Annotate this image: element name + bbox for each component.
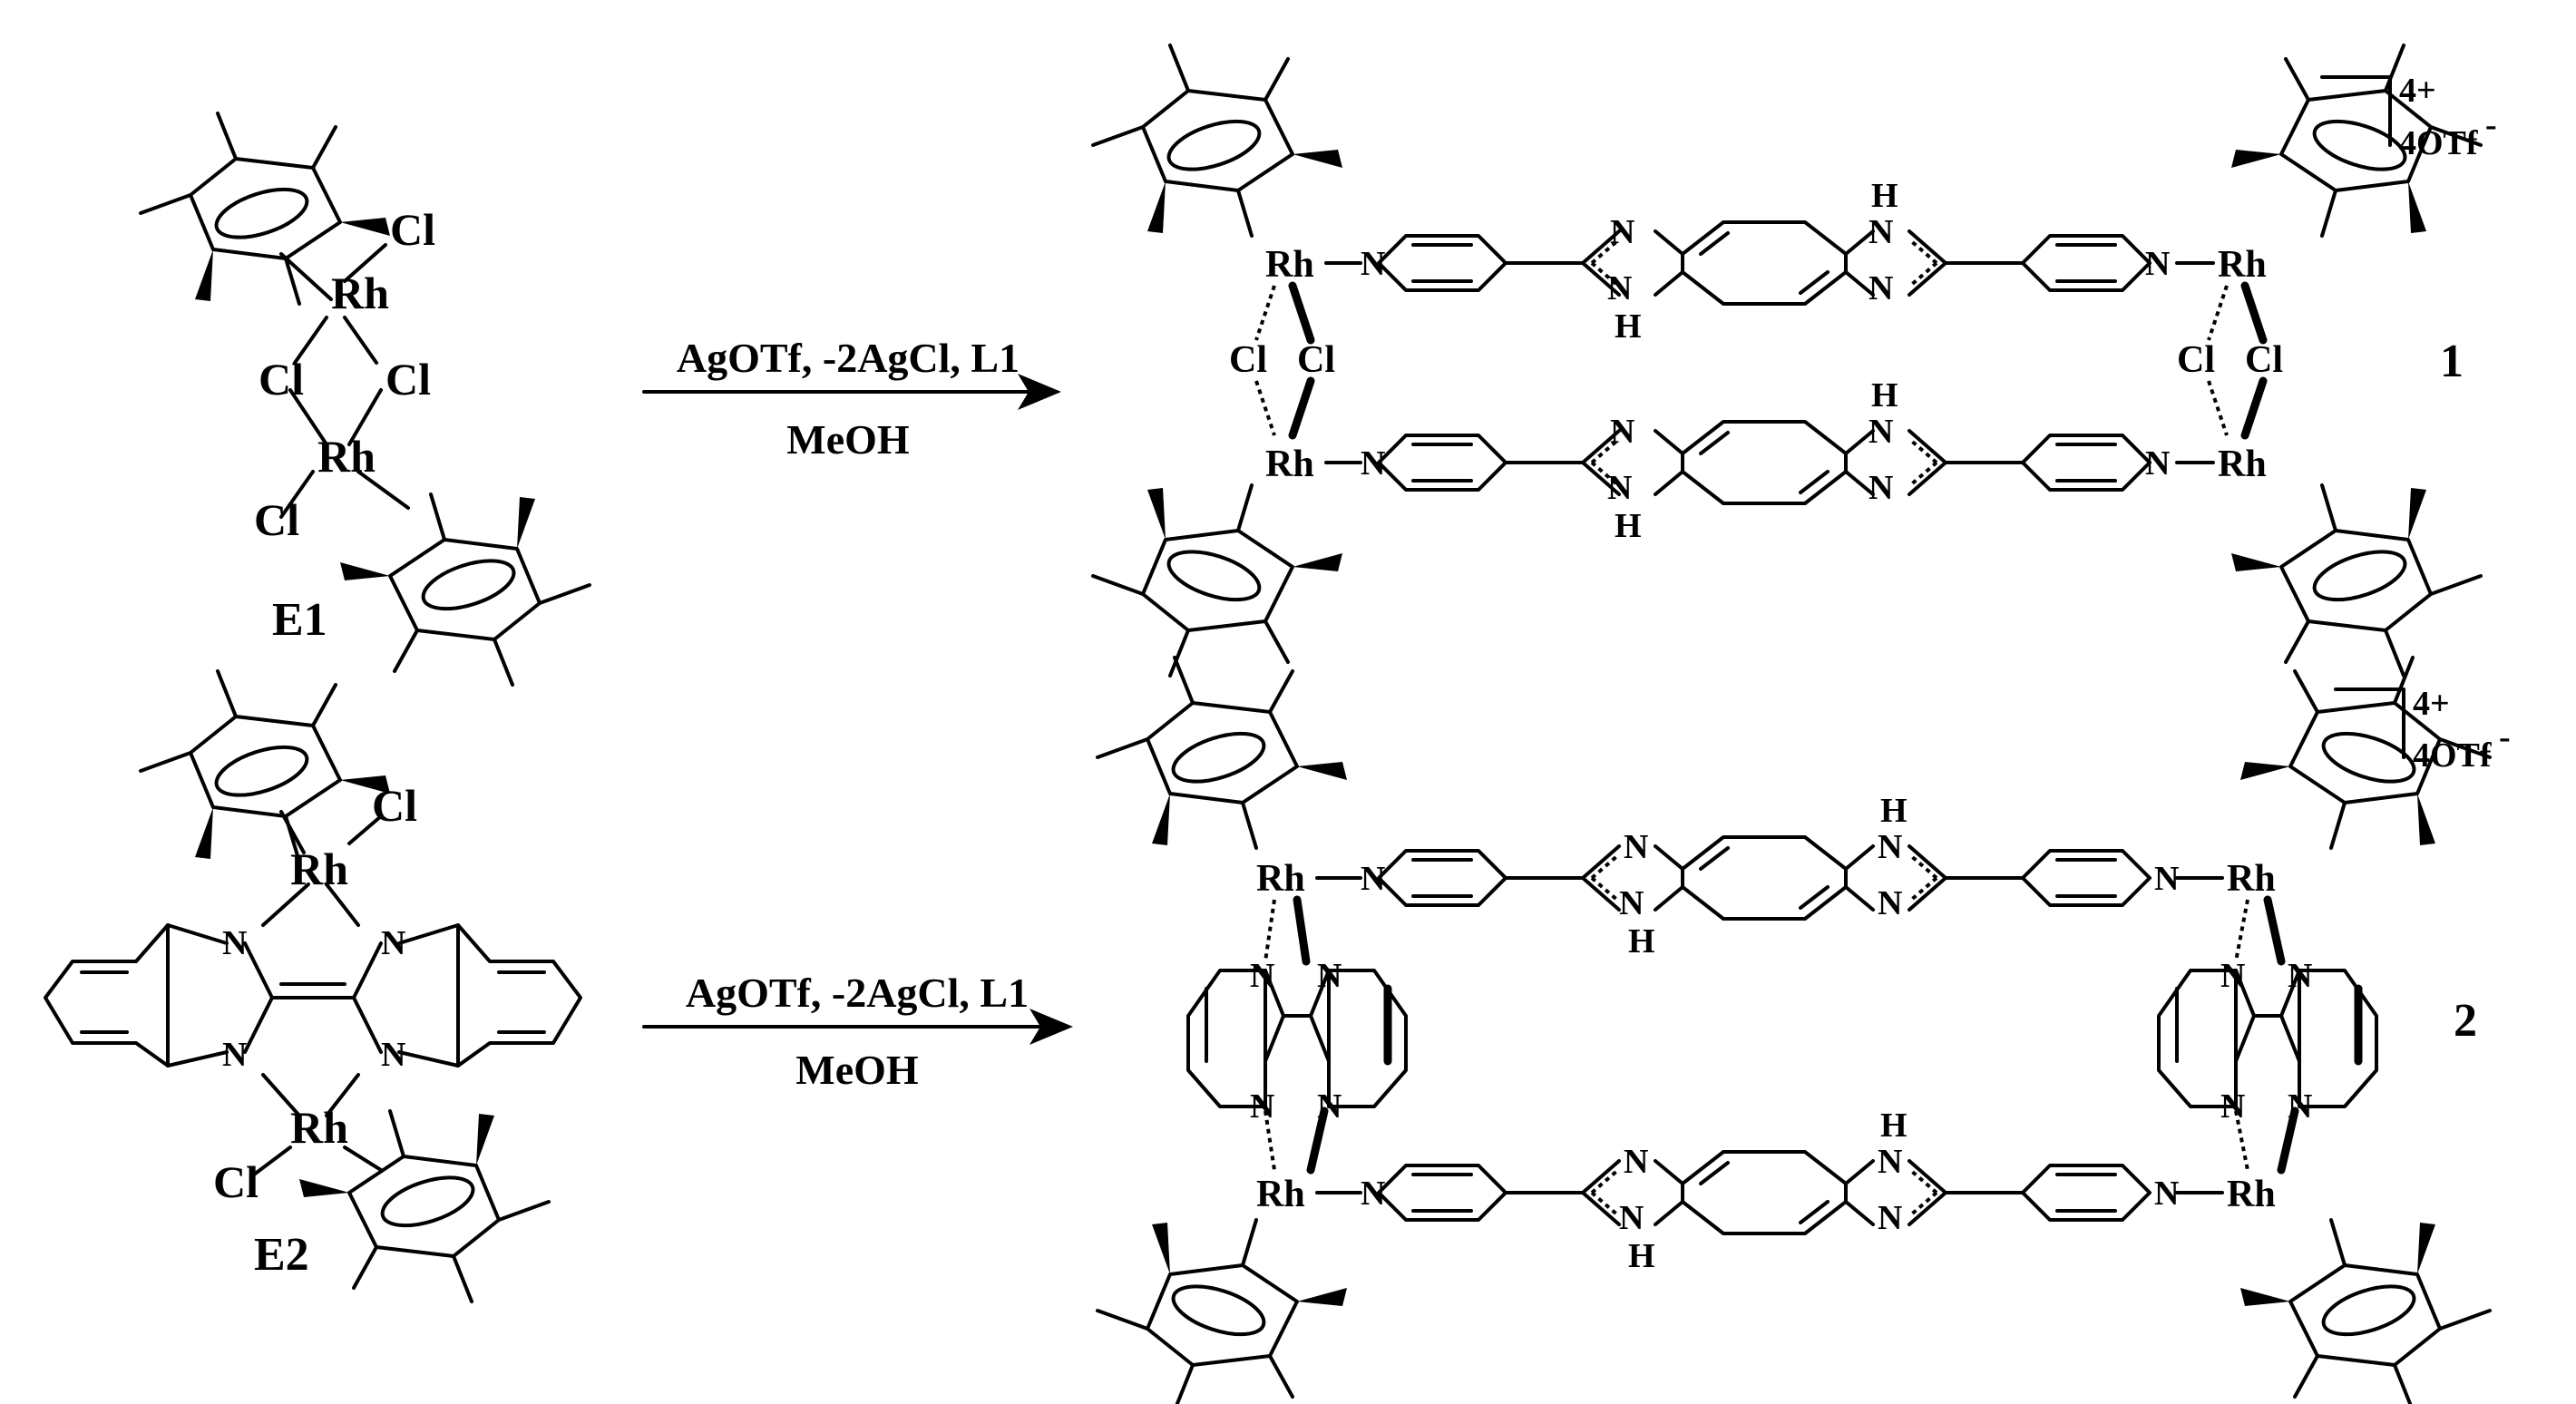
n-atom: N — [1624, 828, 1648, 866]
n-atom: N — [1610, 213, 1634, 251]
n-atom: N — [1878, 828, 1902, 866]
n-atom: N — [2220, 957, 2245, 995]
n-atom: N — [381, 924, 405, 962]
rh-atom: Rh — [2218, 444, 2267, 485]
rh-atom: Rh — [331, 268, 389, 318]
n-atom: N — [1878, 1199, 1902, 1237]
n-atom: N — [1361, 245, 1385, 283]
reactant-e1: Rh Cl Cl Cl Rh Cl E1 — [139, 112, 591, 687]
n-atom: N — [2145, 245, 2170, 283]
cl-atom: Cl — [254, 494, 299, 545]
h-atom: H — [1880, 1107, 1908, 1145]
n-atom: N — [2154, 1175, 2179, 1213]
rh-atom: Rh — [290, 843, 348, 894]
reagents-2: AgOTf, -2AgCl, L1 — [686, 970, 1029, 1016]
n-atom: N — [222, 1036, 247, 1074]
n-atom: N — [1869, 413, 1893, 451]
n-atom: N — [1250, 957, 1274, 995]
n-atom: N — [1607, 469, 1632, 507]
h-atom: H — [1628, 1237, 1655, 1275]
h-atom: H — [1871, 376, 1898, 414]
rh-atom: Rh — [1265, 244, 1314, 286]
counterion: 4OTf — [2413, 736, 2493, 775]
h-atom: H — [1615, 507, 1642, 545]
reagents-1: AgOTf, -2AgCl, L1 — [677, 335, 1020, 381]
rh-atom: Rh — [1256, 1174, 1305, 1215]
counterion-charge: - — [2499, 718, 2511, 756]
solvent-1: MeOH — [786, 416, 910, 463]
h-atom: H — [1628, 922, 1655, 960]
n-atom: N — [1869, 213, 1893, 251]
n-atom: N — [222, 924, 247, 962]
n-atom: N — [2288, 1087, 2312, 1126]
rh-atom: Rh — [2218, 244, 2267, 286]
n-atom: N — [1361, 444, 1385, 483]
label-e2: E2 — [254, 1229, 309, 1281]
reaction-arrow-1: AgOTf, -2AgCl, L1 MeOH — [642, 335, 1061, 463]
n-atom: N — [1619, 1199, 1644, 1237]
cl-atom: Cl — [213, 1156, 259, 1207]
cl-atom: Cl — [2177, 339, 2215, 381]
n-atom: N — [1317, 1087, 1342, 1126]
h-atom: H — [1871, 177, 1898, 215]
cl-atom: Cl — [1229, 339, 1267, 381]
n-atom: N — [2220, 1087, 2245, 1126]
n-atom: N — [1878, 1143, 1902, 1181]
n-atom: N — [1610, 413, 1634, 451]
counterion-charge: - — [2485, 106, 2497, 144]
n-atom: N — [1878, 884, 1902, 922]
charge: 4+ — [2399, 72, 2436, 110]
rh-atom: Rh — [290, 1102, 348, 1153]
rh-atom: Rh — [1265, 444, 1314, 485]
solvent-2: MeOH — [795, 1047, 919, 1093]
cl-atom: Cl — [2245, 339, 2283, 381]
n-atom: N — [1619, 884, 1644, 922]
label-e1: E1 — [272, 594, 327, 646]
n-atom: N — [381, 1036, 405, 1074]
n-atom: N — [1317, 957, 1342, 995]
n-atom: N — [1869, 269, 1893, 307]
n-atom: N — [1361, 1175, 1385, 1213]
reaction-arrow-2: AgOTf, -2AgCl, L1 MeOH — [642, 970, 1073, 1093]
product-1: Rh Rh Rh Rh Cl Cl Cl Cl N N N H H N N N … — [1091, 44, 2497, 678]
cl-atom: Cl — [385, 354, 431, 405]
label-product-2: 2 — [2454, 995, 2477, 1047]
n-atom: N — [2145, 444, 2170, 483]
n-atom: N — [1361, 860, 1385, 898]
rh-atom: Rh — [317, 431, 376, 482]
charge: 4+ — [2413, 685, 2450, 723]
cl-atom: Cl — [1297, 339, 1335, 381]
rh-atom: Rh — [2227, 1174, 2276, 1215]
cl-atom: Cl — [390, 204, 435, 255]
n-atom: N — [2288, 957, 2312, 995]
n-atom: N — [1250, 1087, 1274, 1126]
cl-atom: Cl — [372, 780, 417, 831]
reactant-e2: Rh Cl N N N N Rh Cl E2 — [44, 669, 582, 1303]
cl-atom: Cl — [259, 354, 304, 405]
h-atom: H — [1615, 307, 1642, 346]
n-atom: N — [2154, 860, 2179, 898]
n-atom: N — [1607, 269, 1632, 307]
label-product-1: 1 — [2440, 336, 2464, 387]
n-atom: N — [1624, 1143, 1648, 1181]
n-atom: N — [1869, 469, 1893, 507]
product-2: Rh Rh Rh Rh N N N N N N N N N N N H H N … — [1096, 656, 2511, 1404]
counterion: 4OTf — [2399, 124, 2479, 162]
rh-atom: Rh — [1256, 858, 1305, 900]
h-atom: H — [1880, 792, 1908, 830]
rh-atom: Rh — [2227, 858, 2276, 900]
